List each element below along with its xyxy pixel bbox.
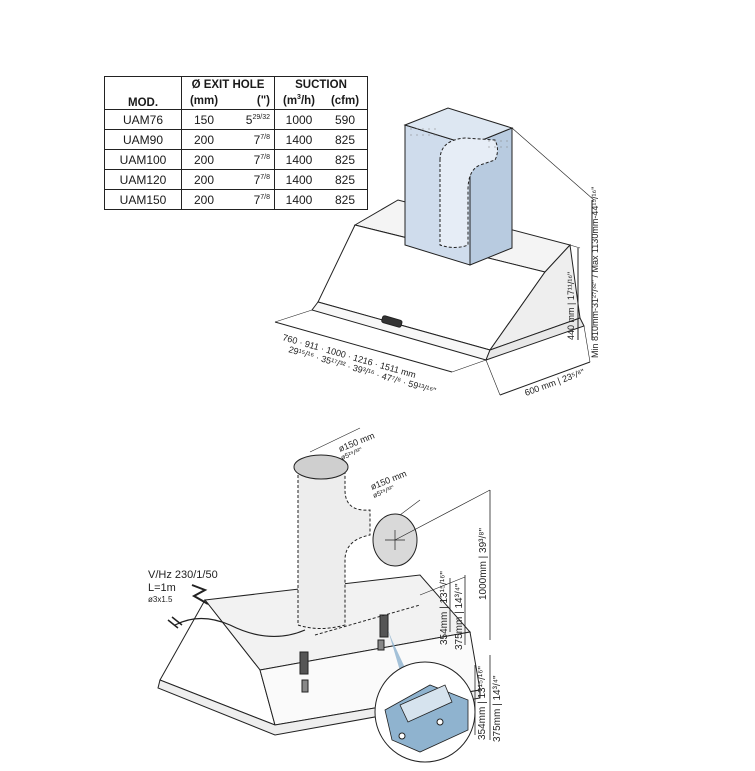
cell-m3h: 1400	[274, 189, 323, 210]
cell-inch-fraction: 7/8	[260, 173, 270, 181]
mounting-bracket	[299, 614, 389, 693]
label-height-total: Min 810mm-31²⁷/³²" / Max 1130mm-44¹⁵/¹⁶"	[590, 187, 600, 358]
cell-mm: 200	[181, 129, 226, 150]
cell-m3h: 1400	[274, 149, 323, 170]
cell-mm: 200	[181, 189, 226, 210]
cell-inch-fraction: 7/8	[260, 153, 270, 161]
cell-mm: 200	[181, 149, 226, 170]
label-power-length: L=1m	[148, 582, 176, 594]
cell-model: UAM90	[104, 129, 182, 150]
label-bracket-375: 375mm | 14³/⁴"	[454, 583, 465, 650]
label-detail-375: 375mm | 14³/⁴"	[492, 675, 503, 742]
unit-m3h: (m3/h)	[274, 93, 323, 110]
cell-inch-whole: 5	[245, 112, 253, 127]
label-bracket-354: 354mm | 13¹⁵/¹⁶"	[439, 571, 450, 645]
cell-inch-whole: 7	[253, 172, 261, 187]
header-exit-hole: Ø EXIT HOLE	[181, 76, 275, 93]
label-height-1000: 1000mm | 39³/⁸"	[478, 527, 489, 600]
label-power-voltage: V/Hz 230/1/50	[148, 569, 218, 581]
unit-mm: (mm)	[181, 93, 226, 110]
spec-table: MOD. Ø EXIT HOLE SUCTION (mm) (") (m3/h)…	[104, 76, 368, 210]
chimney	[403, 107, 514, 266]
cell-inch-whole: 7	[253, 192, 261, 207]
cell-model: UAM150	[104, 189, 182, 210]
cell-inch-whole: 7	[253, 152, 261, 167]
cell-model: UAM100	[104, 149, 182, 170]
label-depth: 600 mm | 23⁵/⁸"	[523, 367, 586, 398]
cell-cfm: 825	[323, 169, 368, 190]
cell-inch-fraction: 7/8	[260, 193, 270, 201]
cell-cfm: 590	[323, 109, 368, 130]
label-height-body: 440 mm | 17¹¹/¹⁶"	[566, 272, 576, 340]
cell-cfm: 825	[323, 189, 368, 210]
label-power-cable: ø3x1.5	[148, 595, 173, 604]
bracket-detail-circle	[374, 655, 491, 763]
hood-isometric-view	[274, 107, 595, 396]
label-detail-354: 354mm | 13¹⁵/¹⁶"	[477, 666, 488, 740]
cell-mm: 150	[181, 109, 226, 130]
cell-inch-fraction: 29/32	[252, 113, 270, 121]
cell-cfm: 825	[323, 129, 368, 150]
header-mod: MOD.	[104, 76, 182, 110]
cell-inch-whole: 7	[253, 132, 261, 147]
cell-inch-fraction: 7/8	[260, 133, 270, 141]
header-suction: SUCTION	[274, 76, 368, 93]
